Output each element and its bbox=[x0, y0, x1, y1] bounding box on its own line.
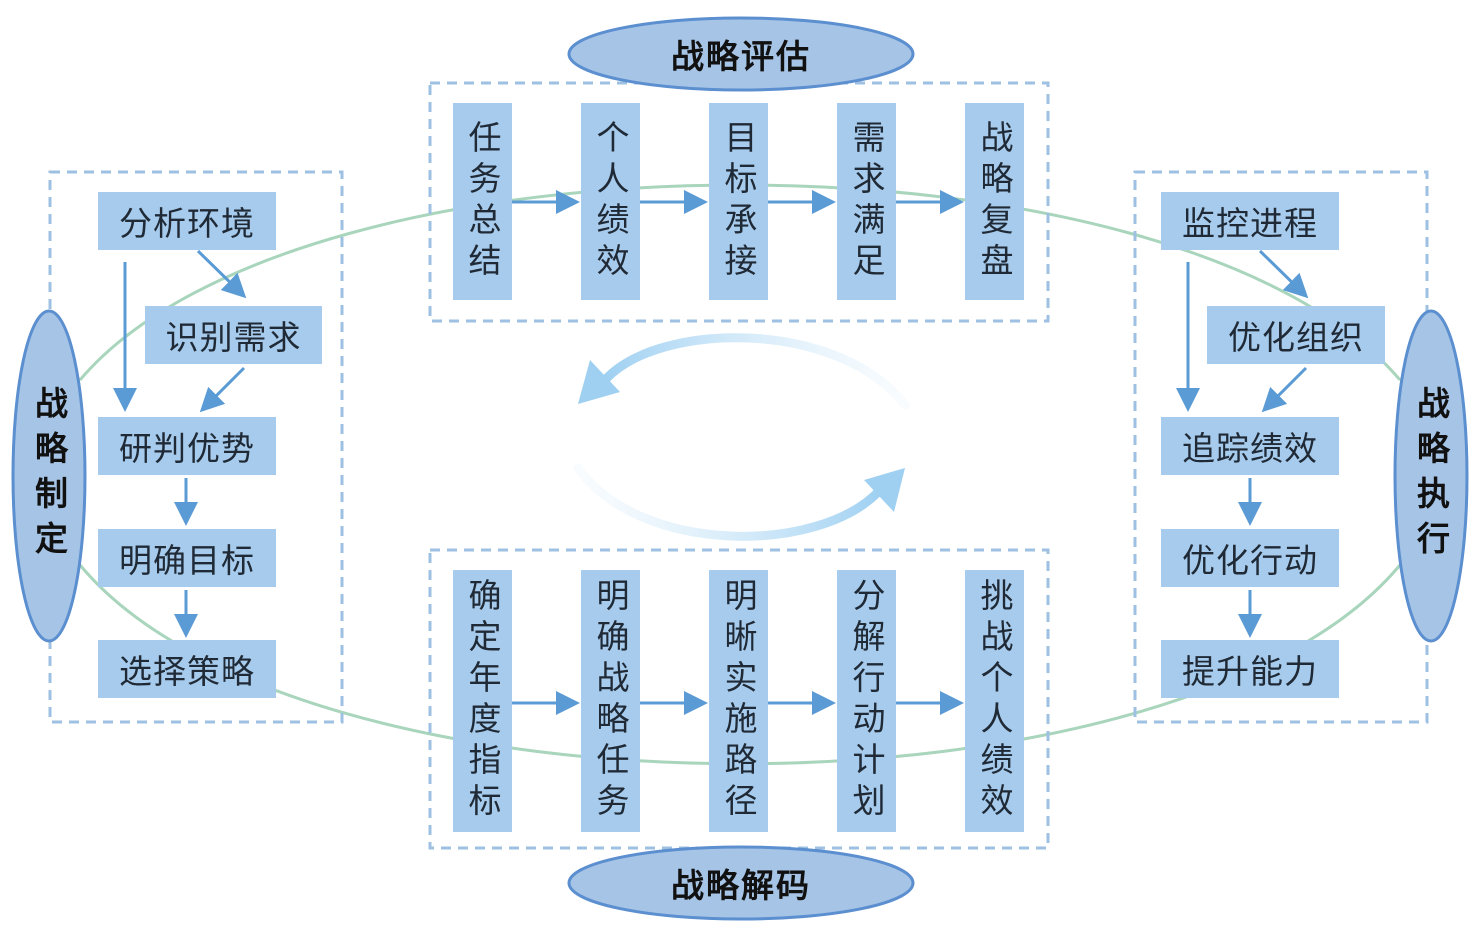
phase-formulation-ellipse: 战略制定 bbox=[10, 308, 88, 644]
decode-step: 分解行动计划 bbox=[837, 570, 896, 832]
phase-evaluation-ellipse: 战略评估 bbox=[566, 15, 916, 93]
eval-step: 需求满足 bbox=[837, 103, 896, 300]
step-monitor-progress: 监控进程 bbox=[1161, 192, 1339, 250]
eval-step: 战略复盘 bbox=[965, 103, 1024, 300]
step-select-strategy: 选择策略 bbox=[98, 640, 276, 698]
phase-evaluation-label: 战略评估 bbox=[671, 37, 811, 76]
cycle-arrow-top bbox=[600, 333, 910, 410]
step-analyze-environment: 分析环境 bbox=[98, 192, 276, 250]
phase-decoding-ellipse: 战略解码 bbox=[566, 844, 916, 922]
step-track-performance: 追踪绩效 bbox=[1161, 417, 1339, 475]
step-improve-ability: 提升能力 bbox=[1161, 640, 1339, 698]
step-arrows bbox=[113, 190, 1309, 715]
decode-step: 明晰实施路径 bbox=[709, 570, 768, 832]
arrow-monitor-to-organize bbox=[1258, 249, 1309, 299]
step-optimize-organization: 优化组织 bbox=[1207, 306, 1385, 364]
eval-step: 个人绩效 bbox=[581, 103, 640, 300]
eval-step: 任务总结 bbox=[453, 103, 512, 300]
cycle-arrow-top-head bbox=[578, 360, 620, 404]
arrow-identify-to-judge bbox=[199, 366, 246, 413]
step-clarify-goals: 明确目标 bbox=[98, 529, 276, 587]
formulation-frame bbox=[48, 170, 344, 724]
phase-execution-ellipse: 战略执行 bbox=[1392, 308, 1470, 644]
arrow-analyze-to-identify bbox=[196, 249, 247, 299]
step-judge-advantages: 研判优势 bbox=[98, 417, 276, 475]
step-identify-needs: 识别需求 bbox=[145, 306, 322, 364]
phase-decoding-label: 战略解码 bbox=[671, 866, 811, 905]
cycle-arrow-bottom-head bbox=[864, 468, 905, 512]
arrow-organize-to-track bbox=[1261, 366, 1308, 413]
decode-step: 明确战略任务 bbox=[581, 570, 640, 832]
cycle-arrows bbox=[573, 333, 910, 541]
step-optimize-action: 优化行动 bbox=[1161, 529, 1339, 587]
eval-step: 目标承接 bbox=[709, 103, 768, 300]
cycle-arrow-bottom bbox=[573, 463, 885, 541]
decode-step: 挑战个人绩效 bbox=[965, 570, 1024, 832]
phase-execution-label: 战略执行 bbox=[1411, 386, 1451, 566]
phase-formulation-label: 战略制定 bbox=[29, 386, 69, 566]
decode-step: 确定年度指标 bbox=[453, 570, 512, 832]
